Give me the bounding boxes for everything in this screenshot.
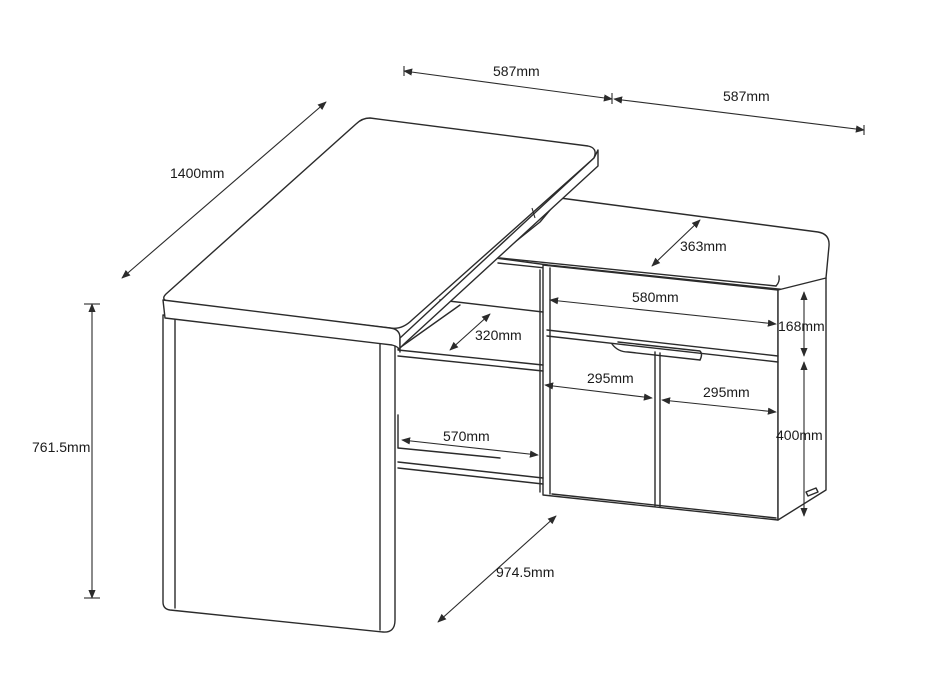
label-shelf-width: 570mm — [443, 428, 490, 444]
dimension-lines — [84, 66, 865, 623]
label-shelf-depth: 363mm — [680, 238, 727, 254]
dim-line-length — [121, 101, 327, 279]
label-total-height: 761.5mm — [32, 439, 90, 455]
label-drawer-width: 580mm — [632, 289, 679, 305]
label-desk-length: 1400mm — [170, 165, 224, 181]
label-inner-shelf-depth: 320mm — [475, 327, 522, 343]
open-shelves — [397, 269, 544, 493]
dim-line-door-left — [544, 382, 653, 401]
label-door-left-width: 295mm — [587, 370, 634, 386]
label-drawer-height: 168mm — [778, 318, 825, 334]
dim-line-drawer-width — [549, 297, 777, 327]
dim-line-top-left — [403, 68, 613, 102]
dim-line-shelf-width — [401, 437, 539, 458]
label-top-width-right: 587mm — [723, 88, 770, 104]
dim-line-inner-depth — [449, 313, 491, 351]
label-total-depth: 974.5mm — [496, 564, 554, 580]
dim-line-shelf-depth — [651, 219, 701, 267]
dim-line-top-right — [613, 96, 865, 133]
label-door-right-width: 295mm — [703, 384, 750, 400]
label-cabinet-height: 400mm — [776, 427, 823, 443]
dim-line-door-right — [661, 397, 777, 415]
left-side-panel — [162, 314, 396, 633]
right-cabinet — [542, 264, 827, 521]
desk-drawing — [162, 117, 830, 633]
dim-line-total-depth — [437, 515, 557, 623]
label-top-width-left: 587mm — [493, 63, 540, 79]
dimension-labels: 587mm 587mm 1400mm 363mm 580mm 168mm 320… — [32, 63, 825, 580]
